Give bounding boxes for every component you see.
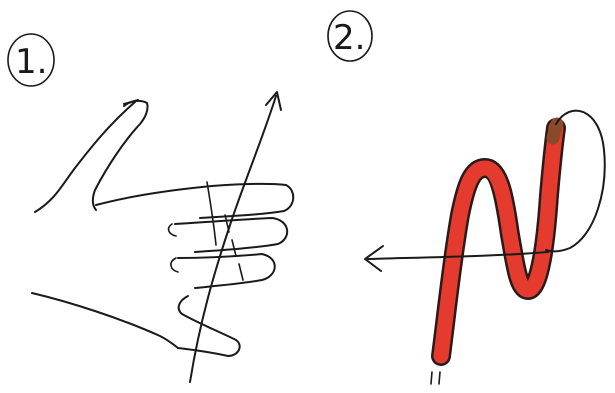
panel-1-label: 1.	[15, 42, 47, 82]
knuckle-line	[171, 258, 178, 272]
tick-marks	[431, 372, 440, 384]
wire-cap	[553, 124, 557, 138]
hand-bottom-outline	[32, 293, 178, 348]
panel-2-label-group: 2.	[328, 11, 372, 61]
right-hand-icon	[32, 100, 293, 356]
panel-1-label-group: 1.	[8, 34, 54, 86]
tick-mark	[431, 372, 432, 384]
hand-back-outline	[35, 102, 135, 212]
bent-wire-icon	[441, 111, 605, 356]
little-finger-outline	[178, 296, 240, 356]
knuckle-line	[169, 224, 176, 236]
tick-mark	[439, 372, 440, 384]
thumb-outline	[93, 101, 148, 210]
index-finger-outline	[96, 184, 293, 218]
finger-crease-line	[207, 182, 216, 245]
panel-2-label: 2.	[333, 18, 365, 58]
wire-body	[441, 128, 556, 356]
arrow-hidden-dashes	[225, 215, 243, 280]
current-direction-arrow-1	[190, 92, 281, 382]
ring-finger-outline	[178, 254, 275, 288]
